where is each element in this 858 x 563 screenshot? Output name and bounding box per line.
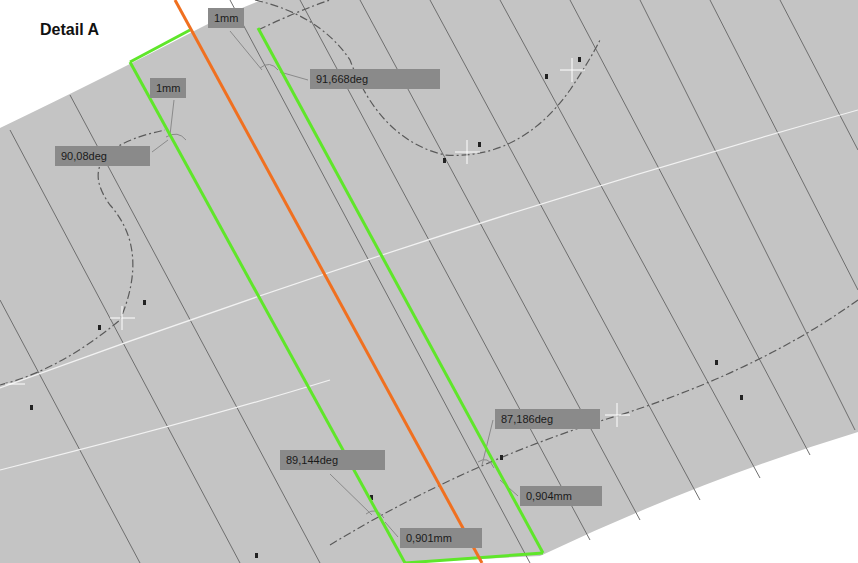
angle-label: 91,668deg — [310, 69, 440, 89]
white-curves — [0, 110, 858, 470]
dimension-label: 1mm — [208, 8, 244, 28]
section-strip — [130, 0, 543, 563]
dimension-label: 0,901mm — [400, 528, 482, 548]
leader-lines — [152, 31, 518, 537]
point-marks — [5, 58, 630, 427]
dimension-label: 1mm — [150, 78, 186, 98]
angle-label: 90,08deg — [55, 146, 150, 166]
dimension-label: 0,904mm — [520, 486, 602, 506]
handle-dots — [30, 57, 743, 558]
angle-label: 89,144deg — [280, 450, 385, 470]
detail-title: Detail A — [40, 21, 99, 39]
angle-label: 87,186deg — [495, 409, 600, 429]
